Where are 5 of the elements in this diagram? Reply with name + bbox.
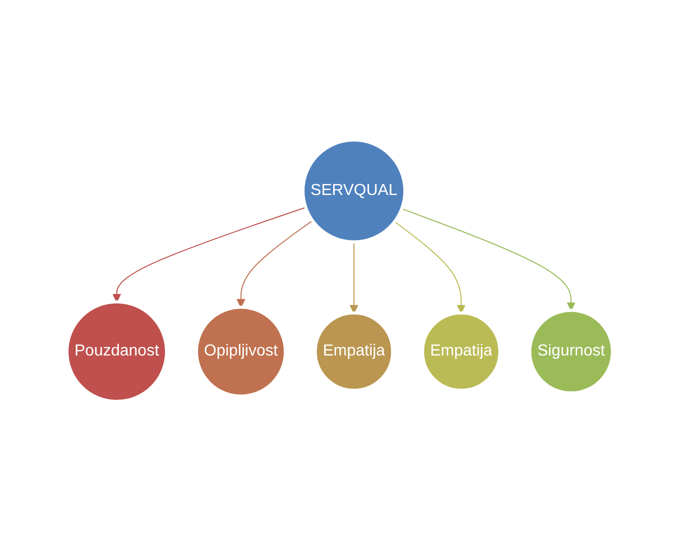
arrow bbox=[394, 221, 466, 314]
arrow bbox=[401, 208, 576, 312]
arrow bbox=[236, 220, 314, 308]
arrow bbox=[350, 242, 359, 314]
arrow bbox=[112, 207, 307, 303]
